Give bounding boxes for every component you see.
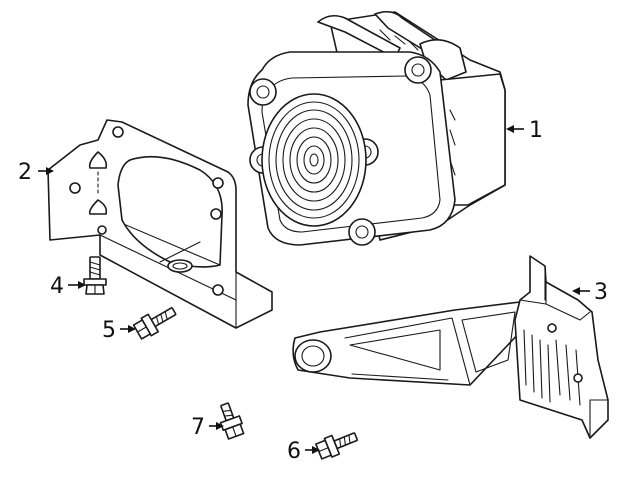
part-6-bolt xyxy=(315,432,358,460)
callout-2-label: 2 xyxy=(18,160,32,185)
callout-2: 2 xyxy=(18,160,54,185)
callout-5-label: 5 xyxy=(102,318,116,343)
part-5-bolt xyxy=(132,307,177,340)
callout-5: 5 xyxy=(102,318,136,343)
part-2-mounting-plate xyxy=(47,119,273,329)
part-1-main-unit xyxy=(247,10,506,246)
part-7-bolt xyxy=(219,402,245,440)
callout-6: 6 xyxy=(287,439,320,464)
callout-4: 4 xyxy=(50,274,86,299)
callout-7: 7 xyxy=(191,415,224,440)
callout-3-label: 3 xyxy=(594,280,608,305)
callout-6-label: 6 xyxy=(287,439,301,464)
part-3-bracket xyxy=(292,255,609,439)
callout-3: 3 xyxy=(572,280,608,305)
part-4-bolt xyxy=(83,256,107,295)
callout-7-label: 7 xyxy=(191,415,205,440)
callout-1-label: 1 xyxy=(529,118,543,143)
callout-4-label: 4 xyxy=(50,274,64,299)
callout-1: 1 xyxy=(506,118,543,143)
